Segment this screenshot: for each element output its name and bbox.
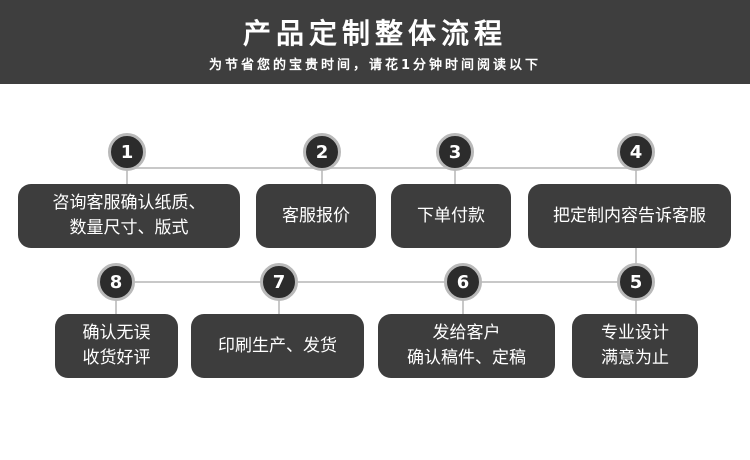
- step-7-box: 印刷生产、发货: [191, 314, 364, 378]
- step-6-number: 6: [444, 263, 482, 301]
- step-6-box: 发给客户 确认稿件、定稿: [378, 314, 555, 378]
- page-subtitle: 为节省您的宝贵时间，请花1分钟时间阅读以下: [208, 58, 542, 73]
- step-8-number: 8: [97, 263, 135, 301]
- step-3-box: 下单付款: [391, 184, 511, 248]
- step-2-box: 客服报价: [256, 184, 376, 248]
- step-5-number: 5: [617, 263, 655, 301]
- step-2-number: 2: [303, 133, 341, 171]
- step-1-box: 咨询客服确认纸质、 数量尺寸、版式: [18, 184, 240, 248]
- header-banner: 产品定制整体流程 为节省您的宝贵时间，请花1分钟时间阅读以下: [0, 0, 750, 84]
- step-5-box: 专业设计 满意为止: [572, 314, 698, 378]
- step-1-number: 1: [108, 133, 146, 171]
- step-4-box: 把定制内容告诉客服: [528, 184, 731, 248]
- step-8-box: 确认无误 收货好评: [55, 314, 178, 378]
- step-4-number: 4: [617, 133, 655, 171]
- step-7-number: 7: [260, 263, 298, 301]
- page-title: 产品定制整体流程: [242, 17, 507, 50]
- step-3-number: 3: [436, 133, 474, 171]
